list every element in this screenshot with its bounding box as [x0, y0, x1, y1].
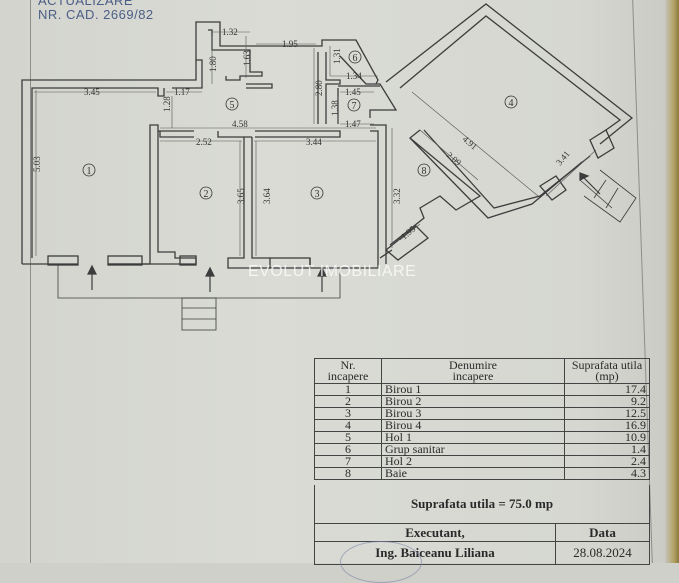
cadastral-number: NR. CAD. 2669/82	[38, 7, 154, 22]
dim-1-63: 1.63	[242, 50, 252, 66]
room-marker-3: 3	[315, 189, 320, 200]
room-marker-2: 2	[204, 189, 209, 200]
wall-room-2	[108, 131, 197, 265]
dim-1-47: 1.47	[345, 119, 361, 129]
wall-hol-1	[195, 21, 379, 85]
dim-1-80: 1.80	[208, 56, 218, 72]
executant-label: Executant,	[315, 524, 556, 541]
dim-5-03: 5.03	[32, 156, 42, 172]
room-marker-1: 1	[87, 166, 92, 177]
wall-room-4	[385, 3, 634, 219]
dim-3-65: 3.65	[236, 188, 246, 204]
dim-1-38: 1.38	[330, 100, 340, 116]
dim-3-45: 3.45	[84, 87, 100, 97]
page-edge	[665, 0, 679, 563]
wall-room-3	[251, 137, 270, 259]
dim-3-44: 3.44	[306, 137, 322, 147]
dim-1-28: 1.28	[162, 96, 172, 112]
room-marker-6: 6	[353, 53, 358, 64]
dim-4-91: 4.91	[461, 134, 479, 152]
header-area: Suprafata utila(mp)	[564, 358, 650, 384]
document-header: ACTUALIZARE NR. CAD. 2669/82	[38, 0, 154, 22]
floor-plan: 3.45 1.17 1.28 5.03 1.32 1.80 1.63 1.95 …	[21, 3, 637, 331]
date-label: Data	[589, 525, 616, 540]
dim-3-64: 3.64	[262, 188, 272, 204]
dim-2-80: 2.80	[314, 80, 324, 96]
total-area: Suprafata utila = 75.0 mp	[314, 485, 650, 524]
header-line-1: ACTUALIZARE	[38, 0, 134, 8]
room-marker-8: 8	[422, 166, 427, 177]
dim-1-32: 1.32	[222, 27, 238, 37]
official-stamp	[340, 541, 422, 583]
dim-1-45: 1.45	[345, 87, 361, 97]
dim-2-52: 2.52	[196, 137, 212, 147]
dim-3-32: 3.32	[392, 188, 402, 204]
watermark: EVOLUT IMOBILIARE	[248, 263, 417, 280]
room-marker-7: 7	[352, 101, 357, 112]
room-marker-4: 4	[509, 98, 514, 109]
room-marker-5: 5	[230, 100, 235, 111]
page-margin-line-left	[30, 0, 31, 563]
dim-1-31: 1.31	[332, 48, 342, 64]
dim-3-41: 3.41	[554, 149, 572, 167]
document-date: 28.08.2024	[573, 545, 632, 560]
dim-1-95-top: 1.95	[282, 39, 298, 49]
dim-1-17: 1.17	[174, 87, 190, 97]
wall-baie	[389, 137, 482, 246]
dim-1-34: 1.34	[346, 71, 362, 81]
header-nr: Nr.incapere	[314, 358, 382, 384]
dim-4-58: 4.58	[232, 119, 248, 129]
wall-grup-sanitar	[339, 55, 398, 118]
